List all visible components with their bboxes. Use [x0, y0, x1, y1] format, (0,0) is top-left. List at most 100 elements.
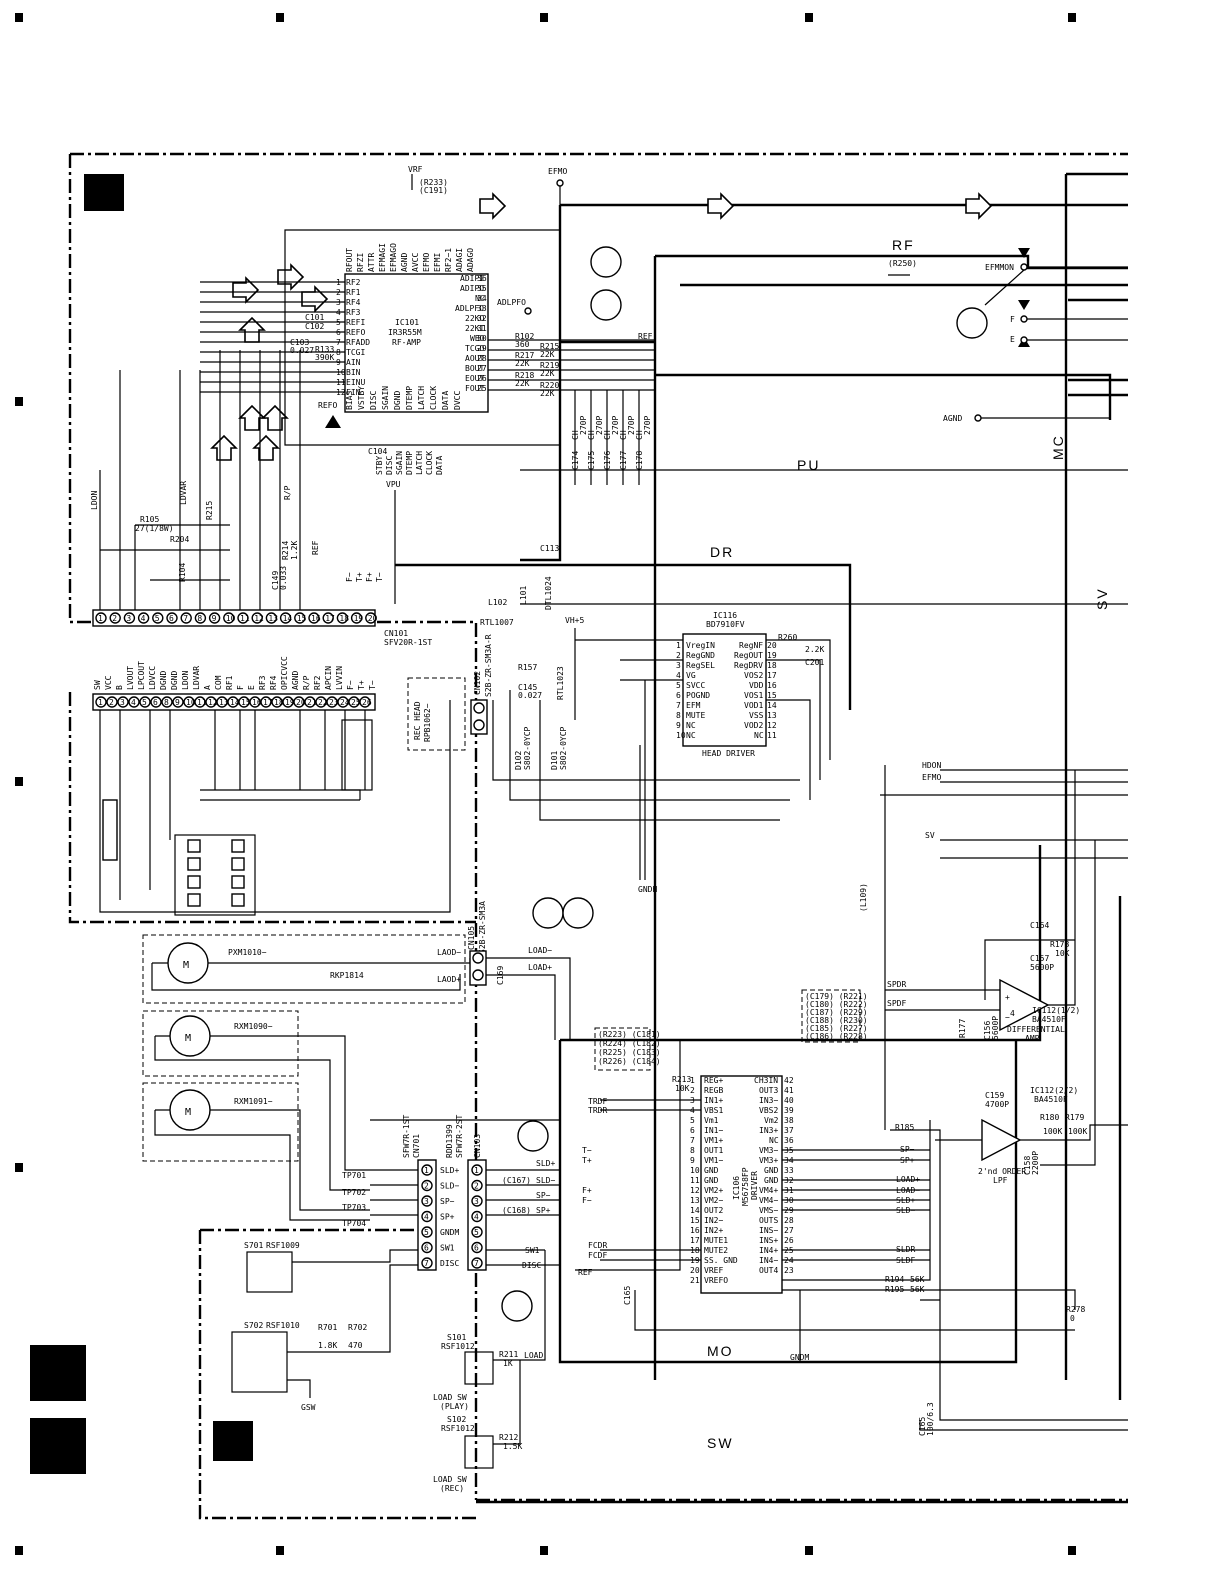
svg-text:1.2K: 1.2K [290, 541, 299, 560]
ic106-pin-label: IN3− [759, 1096, 778, 1105]
pickup-pin [183, 696, 195, 708]
svg-text:RSF1010: RSF1010 [266, 1321, 300, 1330]
ic101-bottom-signal: LATCH [415, 451, 424, 475]
cn101-pin-number: 13 [268, 614, 278, 623]
cn101-pin [109, 612, 121, 624]
ic101-pin-label: EINU [346, 378, 365, 387]
ic106-pin-label: VM2− [704, 1196, 723, 1205]
svg-text:M56758FP: M56758FP [741, 1167, 750, 1206]
ic116-pin-label: VG [686, 671, 696, 680]
svg-text:EFMMON: EFMMON [985, 263, 1014, 272]
svg-text:(REC): (REC) [440, 1484, 464, 1493]
ic116-pin-number: 19 [767, 651, 777, 660]
svg-text:RPB1062−: RPB1062− [423, 703, 432, 742]
test-points [501, 246, 988, 1322]
cn101-pin [180, 612, 192, 624]
ic101-pin-label: FOUT [465, 384, 484, 393]
ic116-pin-label: VDD [749, 681, 764, 690]
svg-text:22K: 22K [515, 359, 530, 368]
svg-text:C104: C104 [368, 447, 387, 456]
pickup-pin-label: OPICVCC [280, 656, 289, 690]
svg-text:IC116: IC116 [713, 611, 737, 620]
svg-text:REFO: REFO [318, 401, 337, 410]
svg-text:F−: F− [345, 572, 354, 582]
cn103-pin-number: 1 [474, 1166, 479, 1175]
ic106-option-parts: (C185) (R227) [805, 1024, 868, 1033]
ic101-top-pin: RF2−1 [444, 248, 453, 272]
svg-text:R701: R701 [318, 1323, 337, 1332]
ic101-pin-label: ADIPI [460, 274, 484, 283]
ic116-pin-number: 17 [767, 671, 777, 680]
svg-text:R177: R177 [958, 1019, 967, 1038]
region-dr: DR [710, 544, 734, 560]
pickup-pin [260, 696, 272, 708]
svg-text:0.033: 0.033 [279, 566, 288, 590]
svg-text:IC101: IC101 [395, 318, 419, 327]
svg-text:FCDR: FCDR [588, 1241, 607, 1250]
svg-text:4700P: 4700P [985, 1100, 1009, 1109]
ic116-pin-label: RegOUT [734, 651, 763, 660]
ic101-pin-number: 35 [477, 284, 487, 293]
svg-text:REF: REF [578, 1268, 593, 1277]
pickup-pin-number: 24 [340, 698, 350, 707]
cn101-pin-number: 5 [155, 614, 160, 623]
ic106-pin-label: SS. GND [704, 1256, 738, 1265]
pickup-pin [359, 696, 371, 708]
ic106-pin-number: 6 [690, 1126, 695, 1135]
ic101-top-pin: ATTR [367, 253, 376, 272]
svg-text:SLD−: SLD− [536, 1176, 555, 1185]
pickup-pin-label: LVOUT [126, 666, 135, 690]
ic106-pin-label: INS− [759, 1226, 778, 1235]
cn101-pin [95, 612, 107, 624]
pickup-pin [337, 696, 349, 708]
region-sw: SW [707, 1435, 734, 1451]
region-rf: RF [892, 237, 915, 253]
pickup-pin-label: F [236, 685, 245, 690]
cn701-pin-number: 3 [424, 1197, 429, 1206]
ic101-pin-label: ADIPO [460, 284, 484, 293]
ic106-pin-number: 28 [784, 1216, 794, 1225]
svg-text:R215: R215 [205, 501, 214, 520]
cn701-pin-label: GNDM [440, 1228, 459, 1237]
cn101-pin-number: 20 [368, 614, 378, 623]
svg-text:R214: R214 [281, 541, 290, 560]
svg-text:SLD+: SLD+ [536, 1159, 555, 1168]
svg-text:(L109): (L109) [859, 883, 868, 912]
cn101-pin-number: 7 [183, 614, 188, 623]
cn103-pin [471, 1257, 483, 1269]
svg-text:0: 0 [1070, 1314, 1075, 1323]
ic116-pin-label: VOS2 [744, 671, 763, 680]
svg-text:ADLPFO: ADLPFO [497, 298, 526, 307]
cn101-pin [152, 612, 164, 624]
pickup-pin-number: 14 [230, 698, 240, 707]
svg-text:GSW: GSW [301, 1403, 316, 1412]
ic106-option-parts: (C179) (R221) [805, 992, 868, 1001]
ic116-pin-number: 11 [767, 731, 777, 740]
svg-text:RXM1091−: RXM1091− [234, 1097, 273, 1106]
page-registration-marks [15, 13, 1076, 1555]
pickup-pin [282, 696, 294, 708]
cn101-pin [123, 612, 136, 624]
ic106-pin-label: IN4− [759, 1256, 778, 1265]
ic106-driver: IC106 M56758FP DRIVER REG+1REGB2IN1+3VBS… [536, 989, 1085, 1436]
svg-text:REF: REF [311, 540, 320, 555]
cn103-pin-number: 3 [474, 1197, 479, 1206]
pickup-pin-number: 2 [109, 698, 114, 707]
ic106-pin-label: MUTE1 [704, 1236, 728, 1245]
svg-text:S2B-ZR-SM3A: S2B-ZR-SM3A [478, 901, 487, 954]
pickup-pin-label: LPCOUT [137, 661, 146, 690]
ic106-pin-label: VMS− [759, 1206, 778, 1215]
cn101-pin [350, 612, 363, 624]
svg-text:LOAD SW: LOAD SW [433, 1393, 467, 1402]
ic106-pin-label: IN2− [704, 1216, 723, 1225]
svg-text:100K: 100K [1043, 1127, 1062, 1136]
ic116-pin-number: 15 [767, 691, 777, 700]
pickup-pin-label: RF3 [258, 675, 267, 690]
svg-text:E: E [1010, 335, 1015, 344]
ic101-top-pin: EFMAGO [389, 243, 398, 272]
svg-text:360: 360 [515, 340, 530, 349]
ic116-pin-number: 16 [767, 681, 777, 690]
ic116-pin-label: MUTE [686, 711, 705, 720]
ic106-pin-label: INS+ [759, 1236, 778, 1245]
